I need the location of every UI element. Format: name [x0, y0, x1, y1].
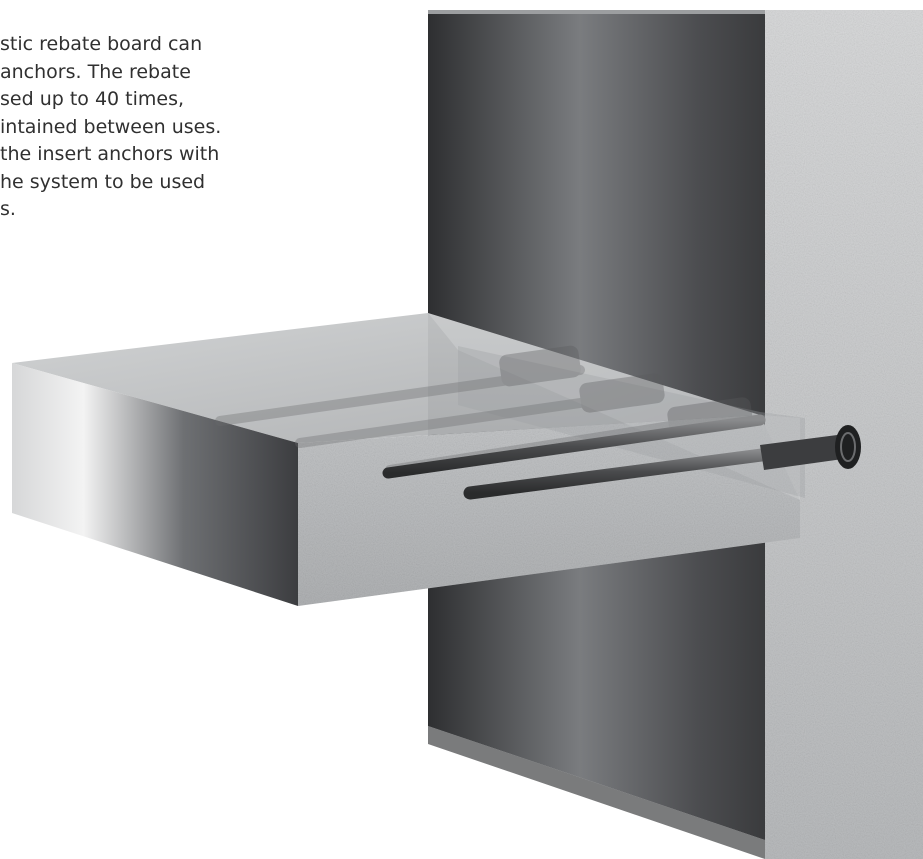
description-line: sed up to 40 times,	[0, 88, 185, 110]
description-line: anchors. The rebate	[0, 60, 191, 83]
anchor-sleeve-ghost-1	[499, 345, 581, 387]
rebar-front-lower	[463, 443, 807, 500]
rebate-board-panel	[428, 313, 800, 500]
description-line: stic rebate board can	[0, 33, 203, 55]
slab-left-face	[12, 363, 298, 606]
description-text: stic rebate board can anchors. The rebat…	[0, 31, 460, 224]
rebar-ghost-1	[215, 365, 585, 426]
description-line: the insert anchors with	[0, 143, 220, 165]
description-line: intained between uses.	[0, 115, 222, 138]
wall-bottom-edge	[428, 726, 765, 859]
anchor-sleeve-ghost-2	[579, 373, 665, 413]
anchor-head-ring	[840, 432, 856, 462]
description-line: s.	[0, 198, 16, 220]
insert-anchors	[382, 414, 861, 500]
slab-top-face	[12, 313, 760, 443]
anchor-sleeve	[760, 434, 850, 470]
description-line: he system to be used	[0, 170, 206, 193]
wall-top-edge	[428, 10, 765, 14]
anchor-head	[835, 425, 861, 469]
rebar-front-upper	[382, 414, 766, 479]
rebar-ghost-2	[295, 388, 655, 448]
